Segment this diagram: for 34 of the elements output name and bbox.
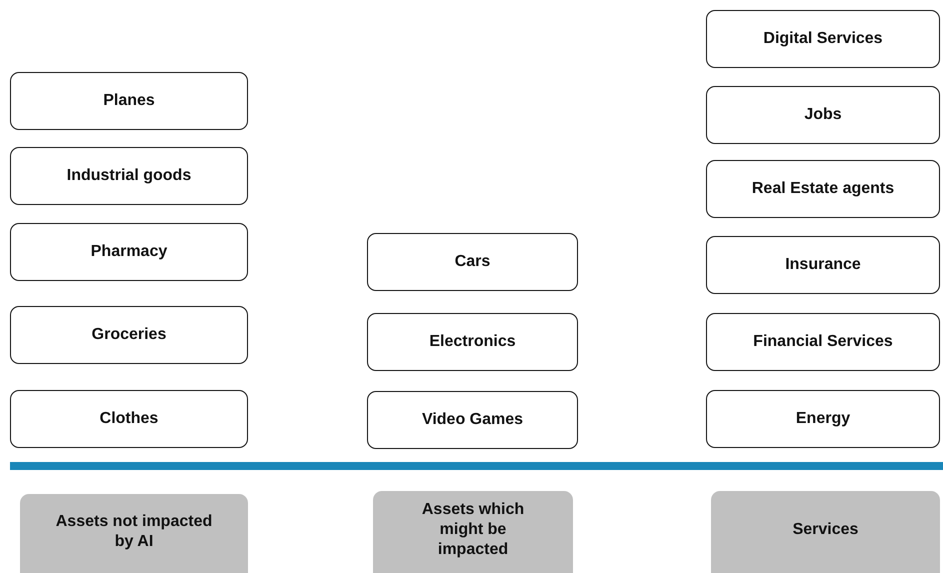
category-item-box	[10, 390, 248, 448]
category-item-box	[706, 160, 940, 218]
category-item-box	[367, 313, 578, 371]
item-label: Industrial goods	[66, 166, 192, 186]
item-label: Financial Services	[752, 332, 894, 352]
category-panel	[20, 494, 248, 573]
category-label: Assets which might be impacted	[420, 500, 526, 560]
item-label: Video Games	[420, 410, 524, 430]
item-label: Insurance	[784, 255, 862, 275]
item-label: Groceries	[90, 325, 168, 345]
category-item-box	[706, 236, 940, 294]
item-label: Pharmacy	[90, 242, 168, 262]
category-panel	[711, 491, 940, 573]
category-item-box	[367, 233, 578, 291]
item-label: Real Estate agents	[750, 179, 896, 199]
item-label: Electronics	[428, 332, 517, 352]
item-label: Planes	[102, 91, 156, 111]
category-item-box	[706, 10, 940, 68]
category-item-box	[706, 86, 940, 144]
item-label: Jobs	[803, 105, 843, 125]
category-item-box	[706, 390, 940, 448]
item-label: Cars	[454, 252, 492, 272]
category-item-box	[706, 313, 940, 371]
category-panel	[373, 491, 573, 573]
category-label: Services	[792, 520, 860, 540]
category-label: Assets not impacted by AI	[54, 512, 214, 552]
category-item-box	[10, 306, 248, 364]
category-item-box	[10, 147, 248, 205]
category-item-box	[10, 223, 248, 281]
category-item-box	[367, 391, 578, 449]
item-label: Energy	[794, 409, 852, 429]
item-label: Clothes	[98, 409, 160, 429]
category-item-box	[10, 72, 248, 130]
item-label: Digital Services	[762, 29, 884, 49]
